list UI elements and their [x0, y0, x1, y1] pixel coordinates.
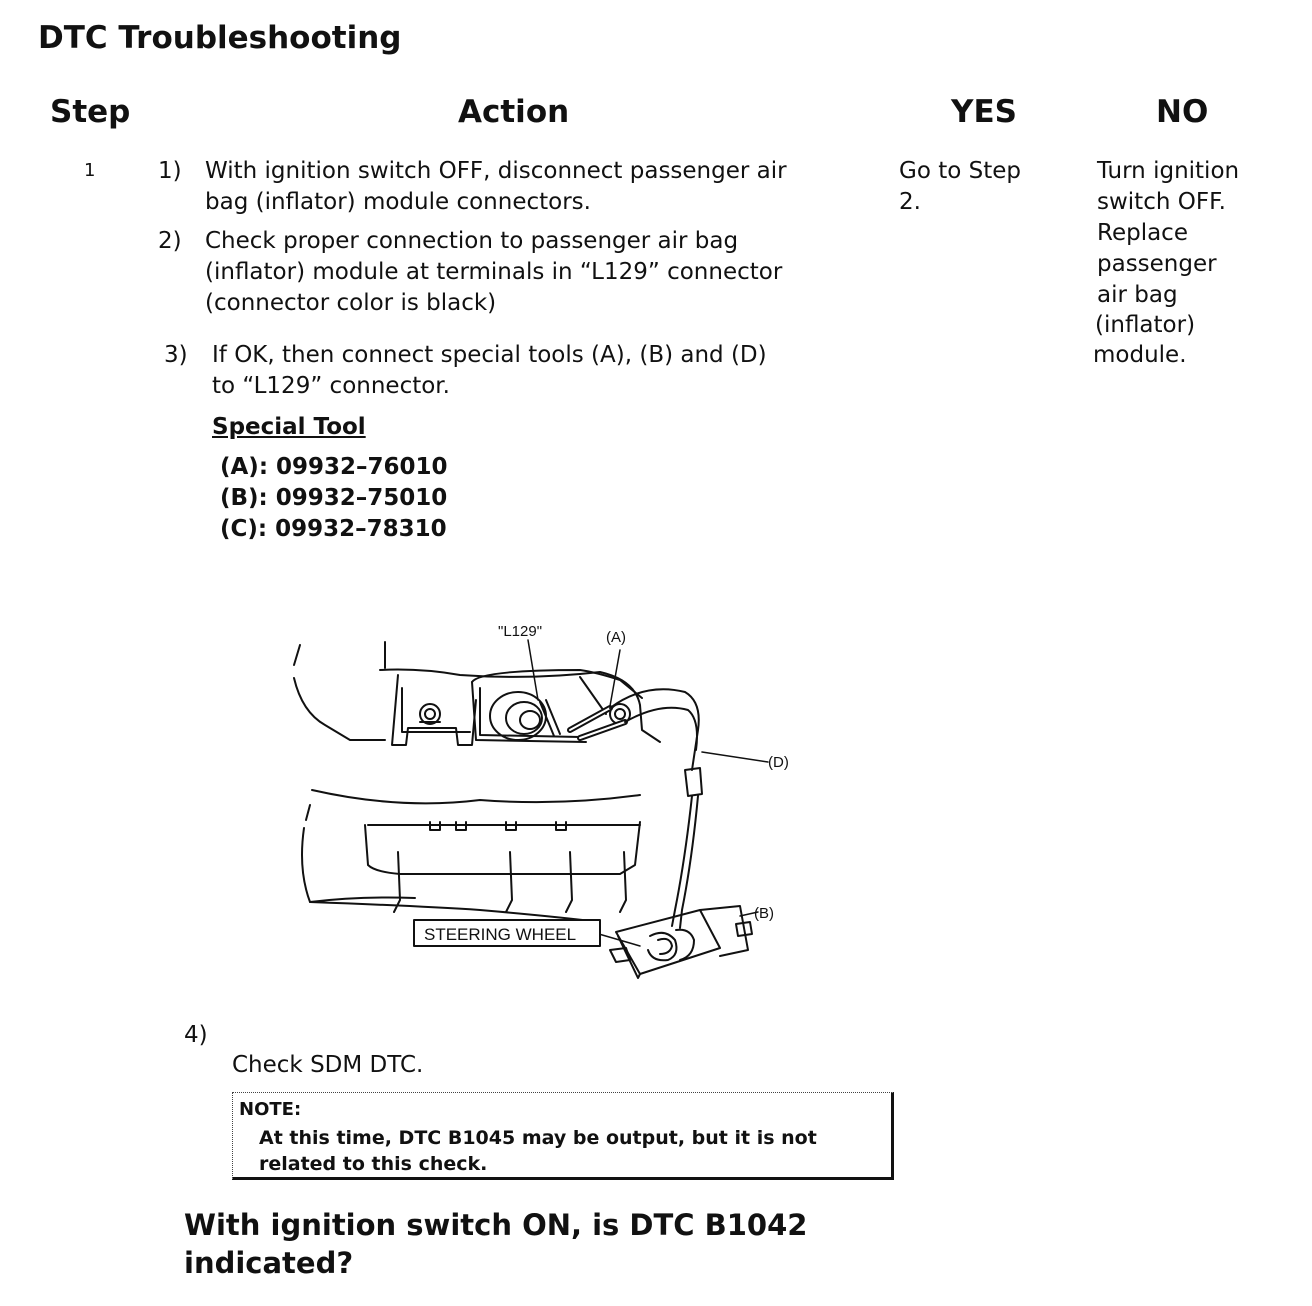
header-step: Step: [50, 94, 131, 130]
label-tool-d: (D): [768, 754, 789, 771]
action-4-text: Check SDM DTC.: [232, 1052, 424, 1078]
action-3-line-1: If OK, then connect special tools (A), (…: [212, 342, 767, 368]
action-1-number: 1): [158, 158, 182, 184]
action-1-line-2: bag (inflator) module connectors.: [205, 189, 591, 215]
label-tool-b: (B): [754, 905, 774, 922]
page-title: DTC Troubleshooting: [38, 20, 402, 56]
step-number: 1: [84, 160, 96, 181]
connector-diagram: "L129" (A) (D) (B) STEERING WHEEL: [293, 623, 789, 979]
header-no: NO: [1156, 94, 1209, 130]
action-2-line-1: Check proper connection to passenger air…: [205, 228, 739, 254]
note-body: At this time, DTC B1045 may be output, b…: [259, 1125, 817, 1177]
no-line-4: passenger: [1097, 251, 1217, 277]
no-line-2: switch OFF.: [1097, 189, 1226, 215]
special-tool-a: (A): 09932–76010: [220, 454, 448, 480]
yes-line-1: Go to Step: [899, 158, 1021, 184]
label-steering-wheel: STEERING WHEEL: [424, 925, 576, 944]
step-question: With ignition switch ON, is DTC B1042 in…: [184, 1206, 807, 1282]
special-tool-b: (B): 09932–75010: [220, 485, 448, 511]
special-tool-c: (C): 09932–78310: [220, 516, 447, 542]
note-label: NOTE:: [239, 1099, 302, 1120]
action-2-line-3: (connector color is black): [205, 290, 497, 316]
note-line-1: At this time, DTC B1045 may be output, b…: [259, 1127, 817, 1149]
action-3-number: 3): [164, 342, 188, 368]
no-line-1: Turn ignition: [1097, 158, 1240, 184]
action-2-number: 2): [158, 228, 182, 254]
action-4-number: 4): [184, 1022, 208, 1048]
special-tool-heading: Special Tool: [212, 414, 366, 440]
header-action: Action: [458, 94, 570, 130]
action-1-line-1: With ignition switch OFF, disconnect pas…: [205, 158, 787, 184]
header-yes: YES: [951, 94, 1017, 130]
question-line-1: With ignition switch ON, is DTC B1042: [184, 1208, 808, 1242]
no-line-7: module.: [1093, 342, 1187, 368]
note-line-2: related to this check.: [259, 1153, 488, 1175]
no-line-3: Replace: [1097, 220, 1188, 246]
no-line-6: (inflator): [1095, 312, 1196, 338]
question-line-2: indicated?: [184, 1246, 354, 1280]
action-2-line-2: (inflator) module at terminals in “L129”…: [205, 259, 783, 285]
no-line-5: air bag: [1097, 282, 1178, 308]
label-connector-l129: "L129": [498, 623, 542, 640]
label-tool-a: (A): [606, 629, 626, 646]
yes-line-2: 2.: [899, 189, 921, 215]
action-3-line-2: to “L129” connector.: [212, 373, 450, 399]
note-box: NOTE: At this time, DTC B1045 may be out…: [232, 1092, 894, 1180]
